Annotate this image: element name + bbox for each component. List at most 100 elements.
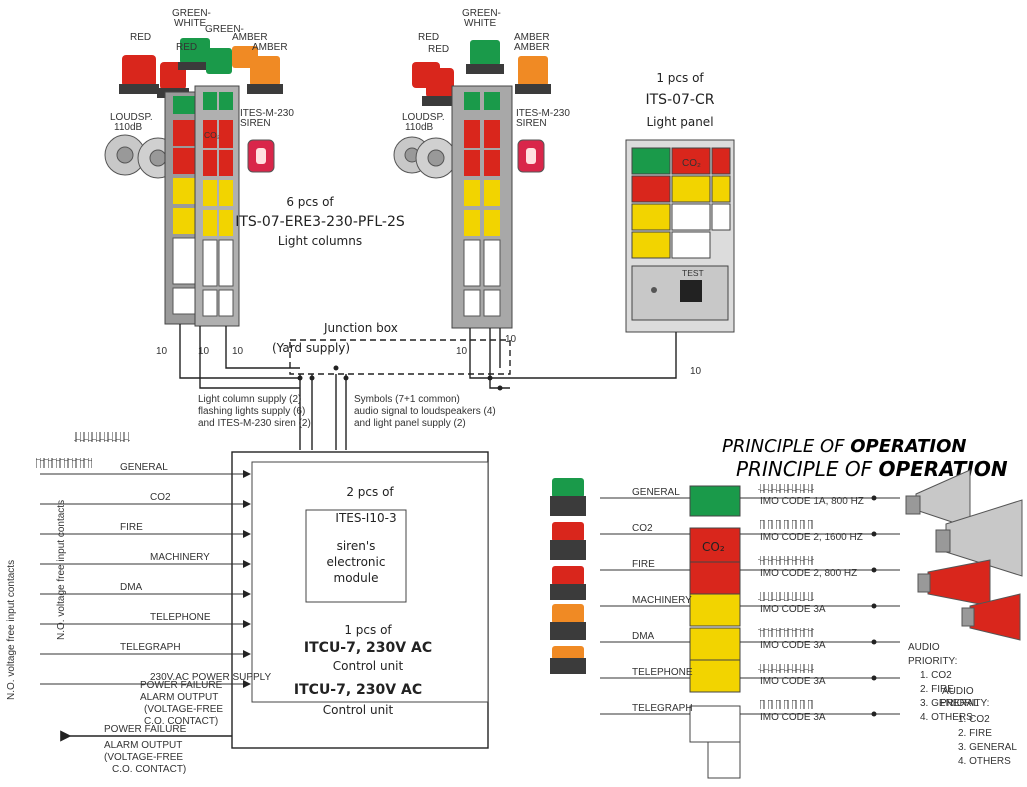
control-model-2: ITCU-7, 230V AC — [294, 682, 422, 698]
columns-caption-count: 6 pcs of — [286, 195, 334, 209]
supply-note-left-2: flashing lights supply (6) — [198, 406, 305, 417]
junction-dot — [871, 639, 877, 645]
signal-wave — [758, 628, 814, 637]
output-alarm-3: C.O. CONTACT) — [112, 764, 186, 775]
supply-notes-left: Light column supply (2) flashing lights … — [198, 394, 311, 429]
inputs-vertical-label-2: N.O. voltage free input contacts — [56, 500, 67, 640]
principle-co2: CO₂ — [702, 540, 725, 554]
junction-dot — [871, 675, 877, 681]
label-green-white-mid-2: WHITE — [464, 18, 497, 29]
panel-co2: CO₂ — [682, 158, 701, 169]
label-amber-left: AMBER — [232, 32, 268, 43]
label-red-left-2: RED — [176, 42, 197, 53]
columns-caption-model: ITS-07-ERE3-230-PFL-2S — [235, 214, 405, 230]
beacon-green-left — [178, 38, 232, 74]
input-label-4: DMA — [120, 582, 143, 593]
cable-counts: 10 10 10 10 10 10 — [156, 334, 702, 377]
cable-count-1: 10 — [156, 346, 168, 357]
junction-dot — [871, 531, 877, 537]
light-panel: CO₂ TEST — [625, 139, 735, 333]
junction-subtitle: (Yard supply) — [272, 341, 350, 355]
junction-dot — [871, 603, 877, 609]
input-label-0: GENERAL — [120, 462, 168, 473]
outputs: POWER FAILURE ALARM OUTPUT (VOLTAGE-FREE… — [60, 680, 232, 775]
horns — [905, 469, 1023, 641]
audio-priority: AUDIO PRIORITY: 1. CO2 2. FIRE 3. GENERA… — [908, 642, 1017, 767]
audio-item-4: 4. OTHERS — [920, 712, 973, 723]
input-label-6: TELEGRAPH — [120, 642, 181, 653]
audio-item-1: 1. CO2 — [920, 670, 952, 681]
output-power-failure-2: POWER FAILURE — [140, 680, 223, 691]
inputs-vertical-label: N.O. voltage free input contacts — [6, 560, 17, 700]
input-label-7: 230V.AC POWER SUPPLY — [150, 672, 271, 683]
input-label-5: TELEPHONE — [150, 612, 211, 623]
label-amber-left-2: AMBER — [252, 42, 288, 53]
audio-title-b: AUDIO — [942, 686, 974, 697]
audio-title: AUDIO — [908, 642, 940, 653]
supply-notes-right: Symbols (7+1 common) audio signal to lou… — [354, 394, 496, 429]
test-button[interactable] — [680, 280, 702, 302]
principle-row-code-4: IMO CODE 3A — [760, 640, 826, 651]
signal-wave — [758, 664, 814, 673]
signal-wave — [758, 484, 814, 493]
signal-wave — [758, 592, 814, 601]
principle-row-code-2: IMO CODE 2, 800 HZ — [760, 568, 857, 579]
beacon-red-left — [119, 55, 159, 94]
module-line4: electronic — [327, 555, 386, 569]
principle-row-name-3: MACHINERY — [632, 595, 692, 606]
control-count: 1 pcs of — [344, 623, 392, 637]
siren-module-box — [305, 509, 407, 603]
label-red-mid: RED — [418, 32, 439, 43]
module-model: ITES-I10-3 — [335, 511, 396, 525]
light-column-group-left: RED RED GREEN- WHITE GREEN- AMBER AMBER … — [104, 8, 294, 327]
light-panel-caption: 1 pcs of ITS-07-CR Light panel — [646, 71, 715, 129]
label-loudspeaker-mid: LOUDSP. — [402, 112, 445, 123]
label-green-white-left-2: WHITE — [174, 18, 207, 29]
label-siren-left: ITES-M-230 — [240, 108, 294, 119]
supply-note-right-1: Symbols (7+1 common) — [354, 394, 460, 405]
principle-row-name-4: DMA — [632, 631, 655, 642]
signal-wave — [758, 556, 814, 565]
audio-title2-b: PRIORITY: — [940, 698, 989, 709]
audio-item-3b: 3. GENERAL — [958, 742, 1017, 753]
control-model: ITCU-7, 230V AC — [304, 640, 432, 656]
columns-caption-type: Light columns — [278, 234, 362, 248]
audio-item-3: 3. GENERAL — [920, 698, 979, 709]
module-count: 2 pcs of — [346, 485, 394, 499]
audio-item-2: 2. FIRE — [920, 684, 954, 695]
beacon-red-mid — [412, 62, 458, 106]
principle-title-2: PRINCIPLE OF OPERATION — [736, 457, 1008, 481]
panel-test-label: TEST — [682, 268, 704, 278]
principle-title: PRINCIPLE OF OPERATION — [722, 436, 966, 457]
output-alarm-1: ALARM OUTPUT — [104, 740, 182, 751]
audio-item-4b: 4. OTHERS — [958, 756, 1011, 767]
label-green-white-mid: GREEN- — [462, 8, 501, 19]
principle-row-name-5: TELEPHONE — [632, 667, 693, 678]
principle-row-code-0: IMO CODE 1A, 800 HZ — [760, 496, 864, 507]
cable-count-5: 10 — [505, 334, 517, 345]
principle-row-code-6: IMO CODE 3A — [760, 712, 826, 723]
columns-caption: 6 pcs of ITS-07-ERE3-230-PFL-2S Light co… — [235, 195, 405, 248]
junction-dot — [871, 495, 877, 501]
principle-row-code-5: IMO CODE 3A — [760, 676, 826, 687]
signal-wave — [758, 700, 814, 709]
audio-item-2b: 2. FIRE — [958, 728, 992, 739]
principle-row-code-3: IMO CODE 3A — [760, 604, 826, 615]
input-label-3: MACHINERY — [150, 552, 210, 563]
supply-note-left-3: and ITES-M-230 siren (2) — [198, 418, 311, 429]
control-type: Control unit — [333, 659, 404, 673]
output-alarm-2b: (VOLTAGE-FREE — [144, 704, 223, 715]
label-siren-mid-2: SIREN — [516, 118, 547, 129]
light-column-group-mid: RED RED GREEN- WHITE AMBER AMBER LOUDSP.… — [393, 8, 570, 329]
cable-count-4: 10 — [456, 346, 468, 357]
junction-dot — [871, 711, 877, 717]
label-amber-mid: AMBER — [514, 32, 550, 43]
cable-count-3: 10 — [232, 346, 244, 357]
principle-column: CO₂ — [689, 485, 741, 779]
panel-caption-model: ITS-07-CR — [646, 92, 715, 108]
output-alarm-3b: C.O. CONTACT) — [144, 716, 218, 727]
column-wiring — [179, 324, 677, 450]
control-unit: 2 pcs of ITES-I10-3 siren's electronic m… — [231, 451, 489, 749]
output-alarm-1b: ALARM OUTPUT — [140, 692, 218, 703]
loudspeaker-mid — [393, 136, 457, 179]
